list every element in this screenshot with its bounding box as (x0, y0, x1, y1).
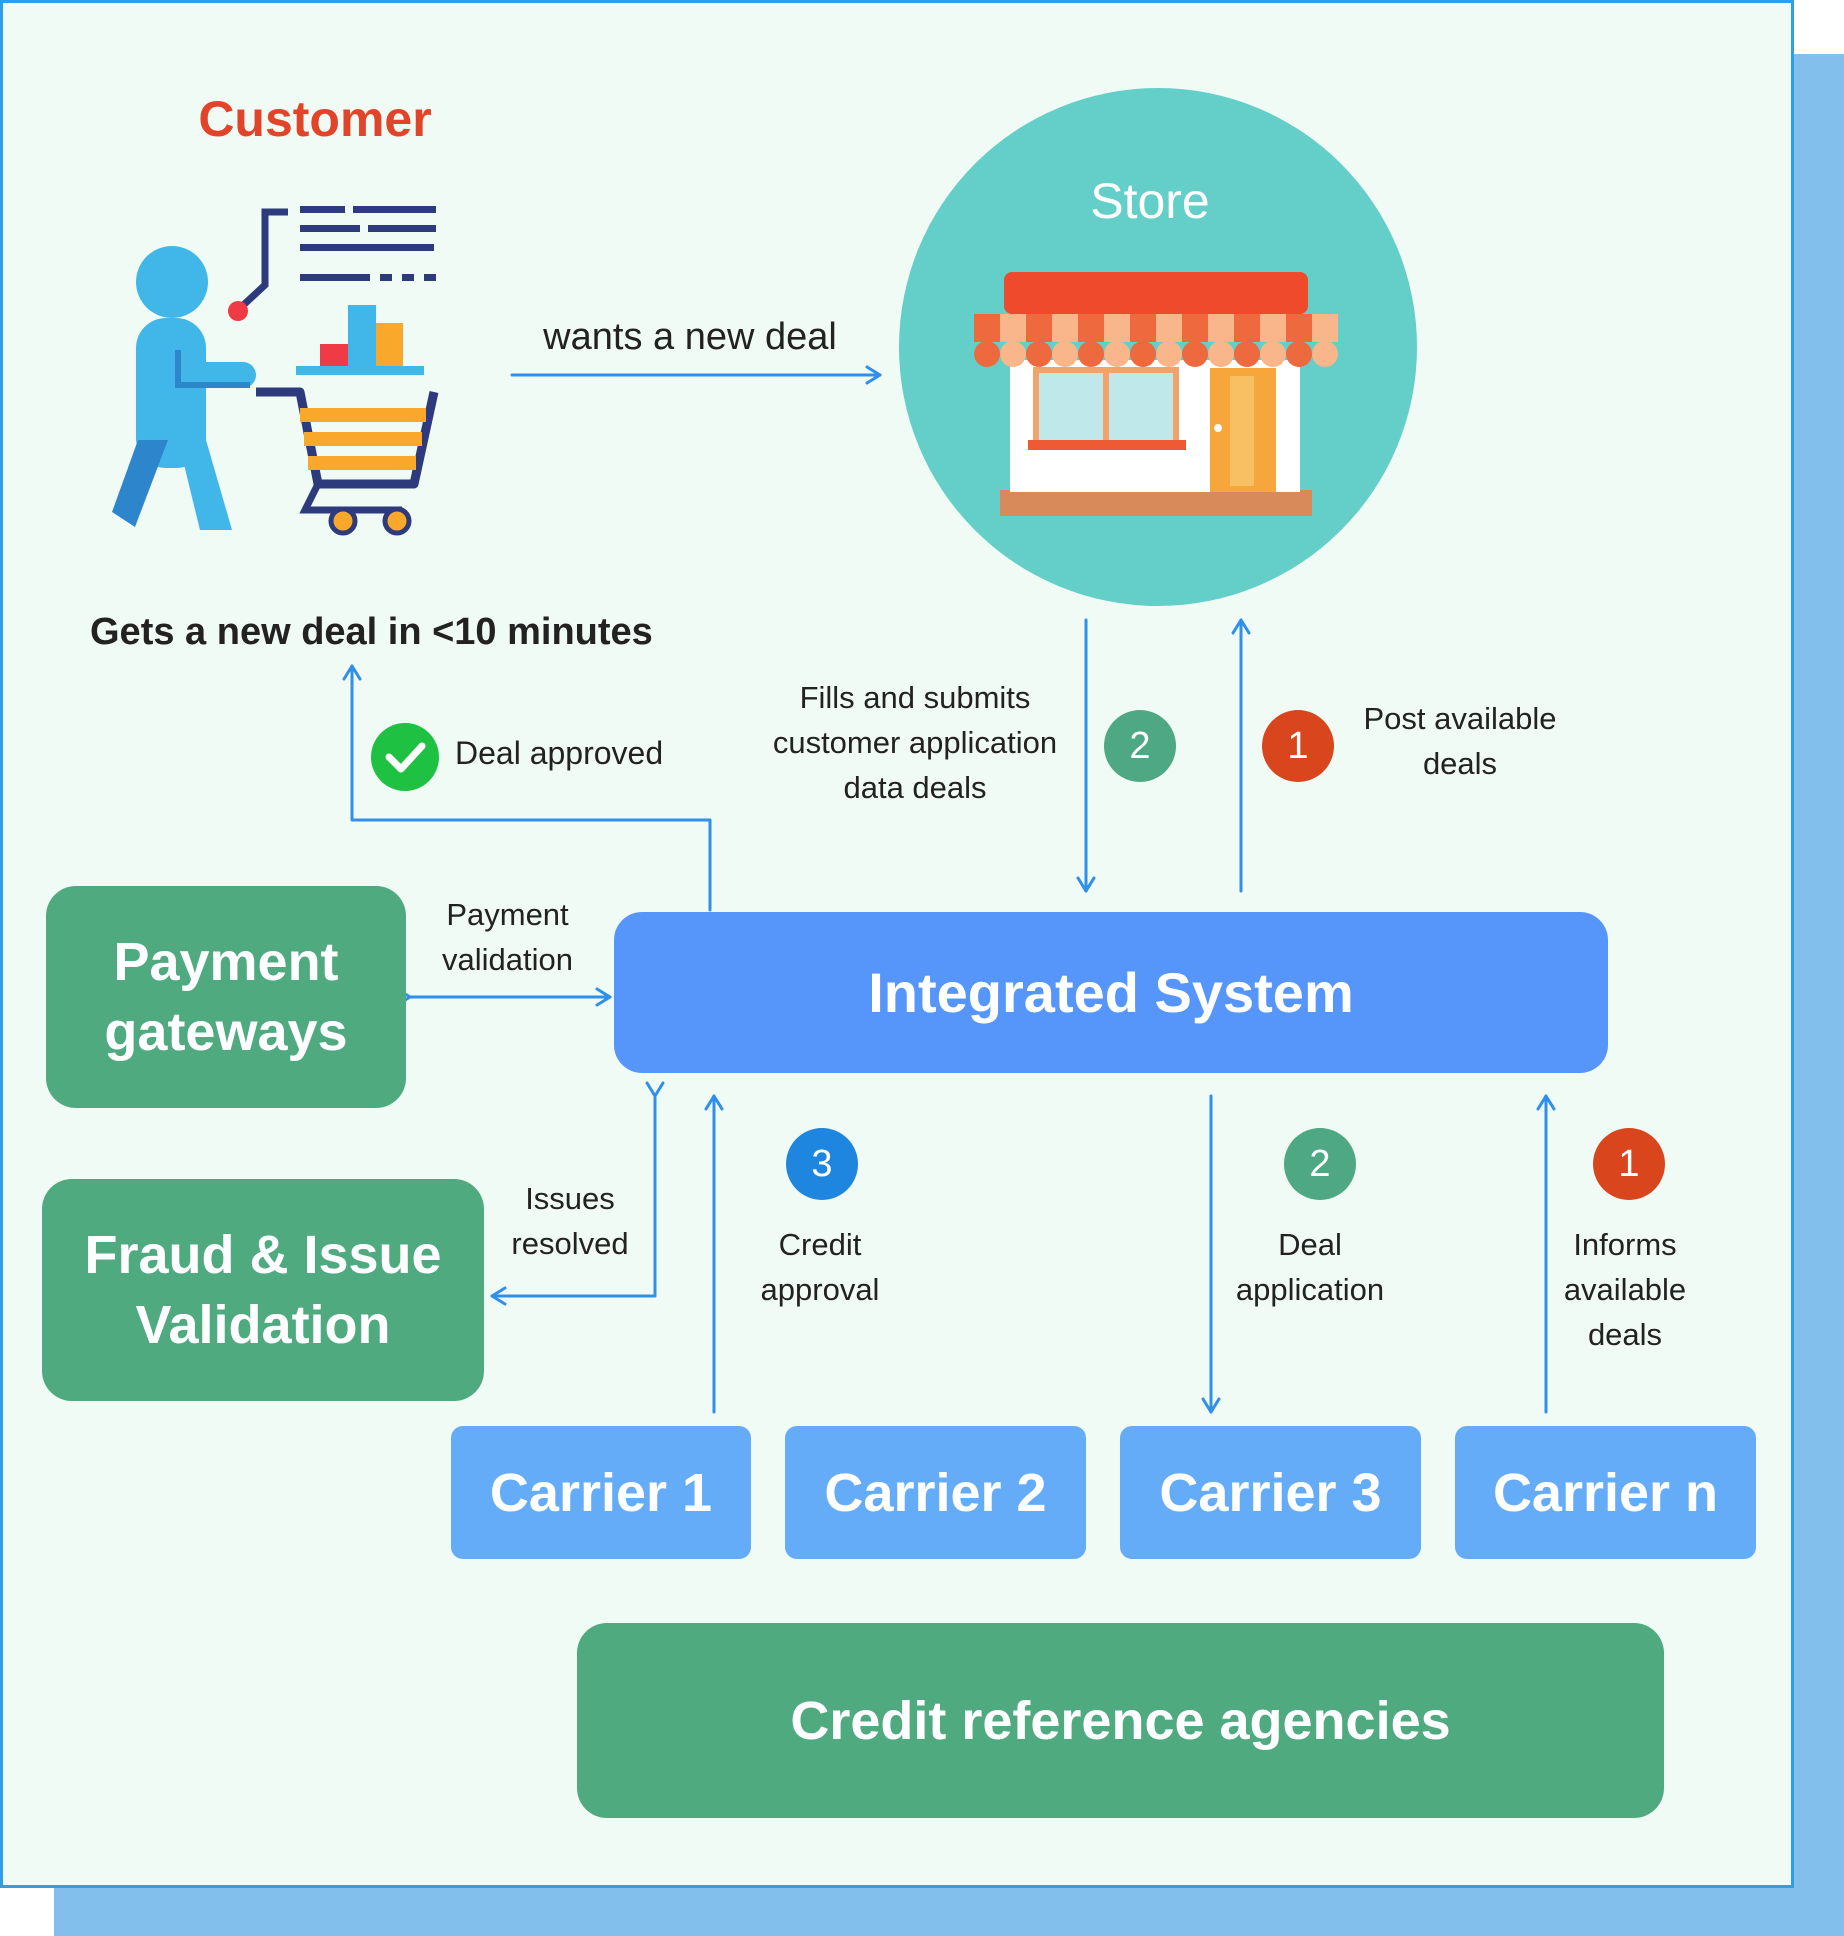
carrier-n-node[interactable]: Carrier n (1455, 1426, 1756, 1559)
check-icon (371, 723, 439, 791)
store-icon (974, 272, 1338, 516)
step-badge-submit: 2 (1104, 710, 1176, 782)
arrow-issues-resolved (490, 1081, 665, 1306)
post-deals-label: Post available deals (1363, 701, 1557, 781)
step-badge-deal-application: 2 (1284, 1128, 1356, 1200)
wants-deal-label: wants a new deal (543, 316, 837, 358)
store-title: Store (1090, 173, 1210, 229)
carrier-1-label: Carrier 1 (489, 1462, 713, 1523)
credit-approval-label: Credit approval (760, 1227, 880, 1307)
result-label: Gets a new deal in <10 minutes (90, 611, 653, 653)
step-badge-credit: 3 (786, 1128, 858, 1200)
deal-application-label: Deal application (1235, 1227, 1385, 1307)
credit-agencies-label: Credit reference agencies (790, 1690, 1451, 1751)
step-badge-informs: 1 (1593, 1128, 1665, 1200)
fraud-validation-label: Fraud & Issue Validation (84, 1224, 442, 1355)
carrier-3-node[interactable]: Carrier 3 (1120, 1426, 1421, 1559)
payment-gateways-node[interactable]: Payment gateways (46, 886, 406, 1108)
payment-validation-label: Payment validation (442, 897, 573, 977)
informs-deals-label: Informs available deals (1563, 1227, 1687, 1352)
credit-agencies-node[interactable]: Credit reference agencies (577, 1623, 1664, 1818)
fraud-validation-node[interactable]: Fraud & Issue Validation (42, 1179, 484, 1401)
deal-approved-label: Deal approved (455, 735, 664, 771)
step-badge-post: 1 (1262, 710, 1334, 782)
issues-resolved-label: Issues resolved (511, 1181, 629, 1261)
integrated-system-node[interactable]: Integrated System (614, 912, 1608, 1073)
carrier-2-node[interactable]: Carrier 2 (785, 1426, 1086, 1559)
carrier-2-label: Carrier 2 (824, 1462, 1047, 1523)
fills-submits-label: Fills and submits customer application d… (772, 680, 1058, 805)
payment-gateways-label: Payment gateways (104, 931, 348, 1062)
carrier-n-label: Carrier n (1492, 1462, 1719, 1523)
customer-title: Customer (198, 91, 432, 147)
integrated-system-label: Integrated System (868, 961, 1354, 1024)
customer-shopping-icon (112, 206, 439, 536)
carrier-3-label: Carrier 3 (1159, 1462, 1382, 1523)
arrow-deal-approved (342, 664, 712, 912)
carrier-1-node[interactable]: Carrier 1 (451, 1426, 751, 1559)
